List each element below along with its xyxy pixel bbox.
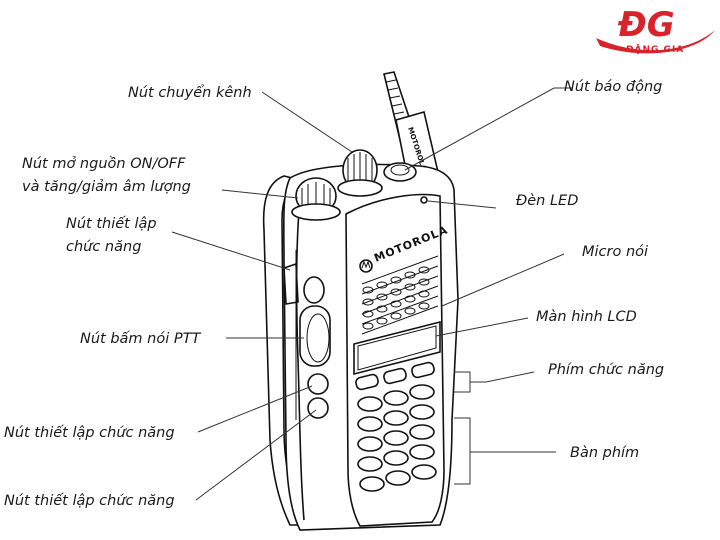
label-channel-knob: Nút chuyển kênh	[128, 84, 252, 101]
label-function-keys: Phím chức năng	[548, 362, 664, 378]
keypad-drawing	[357, 384, 437, 492]
belt-clip	[262, 175, 303, 526]
lcd-screen	[353, 320, 441, 376]
label-microphone: Micro nói	[582, 244, 648, 260]
label-power-line2: và tăng/giảm âm lượng	[22, 179, 191, 195]
logo-subtitle: ĐẶNG GIA	[626, 44, 684, 55]
label-emergency-button: Nút báo động	[564, 79, 662, 95]
function-keys	[355, 361, 435, 391]
side-buttons	[283, 262, 331, 419]
logo-mark: ĐG	[617, 5, 675, 45]
leader-lines	[171, 87, 572, 501]
label-keypad: Bàn phím	[570, 445, 639, 461]
dang-gia-logo: ĐG ĐẶNG GIA	[596, 5, 715, 55]
power-volume-knob	[291, 177, 341, 221]
label-led: Đèn LED	[516, 193, 578, 209]
speaker-grille	[361, 255, 439, 335]
logo-swoosh	[596, 30, 715, 54]
channel-knob	[337, 149, 383, 197]
label-setup-mid: Nút thiết lập chức năng	[4, 424, 175, 441]
label-lcd: Màn hình LCD	[536, 309, 637, 325]
label-power-line1: Nút mở nguồn ON/OFF	[22, 155, 186, 172]
label-setup-top-line2: chức năng	[66, 239, 141, 255]
emergency-button	[383, 162, 417, 182]
label-setup-top-line1: Nút thiết lập	[66, 215, 157, 232]
radio-illustration: MOTOROLA	[262, 71, 459, 531]
label-setup-bottom: Nút thiết lập chức năng	[4, 492, 175, 509]
label-ptt: Nút bấm nói PTT	[80, 331, 201, 347]
ptt-button	[299, 305, 331, 367]
led-indicator	[420, 196, 428, 204]
